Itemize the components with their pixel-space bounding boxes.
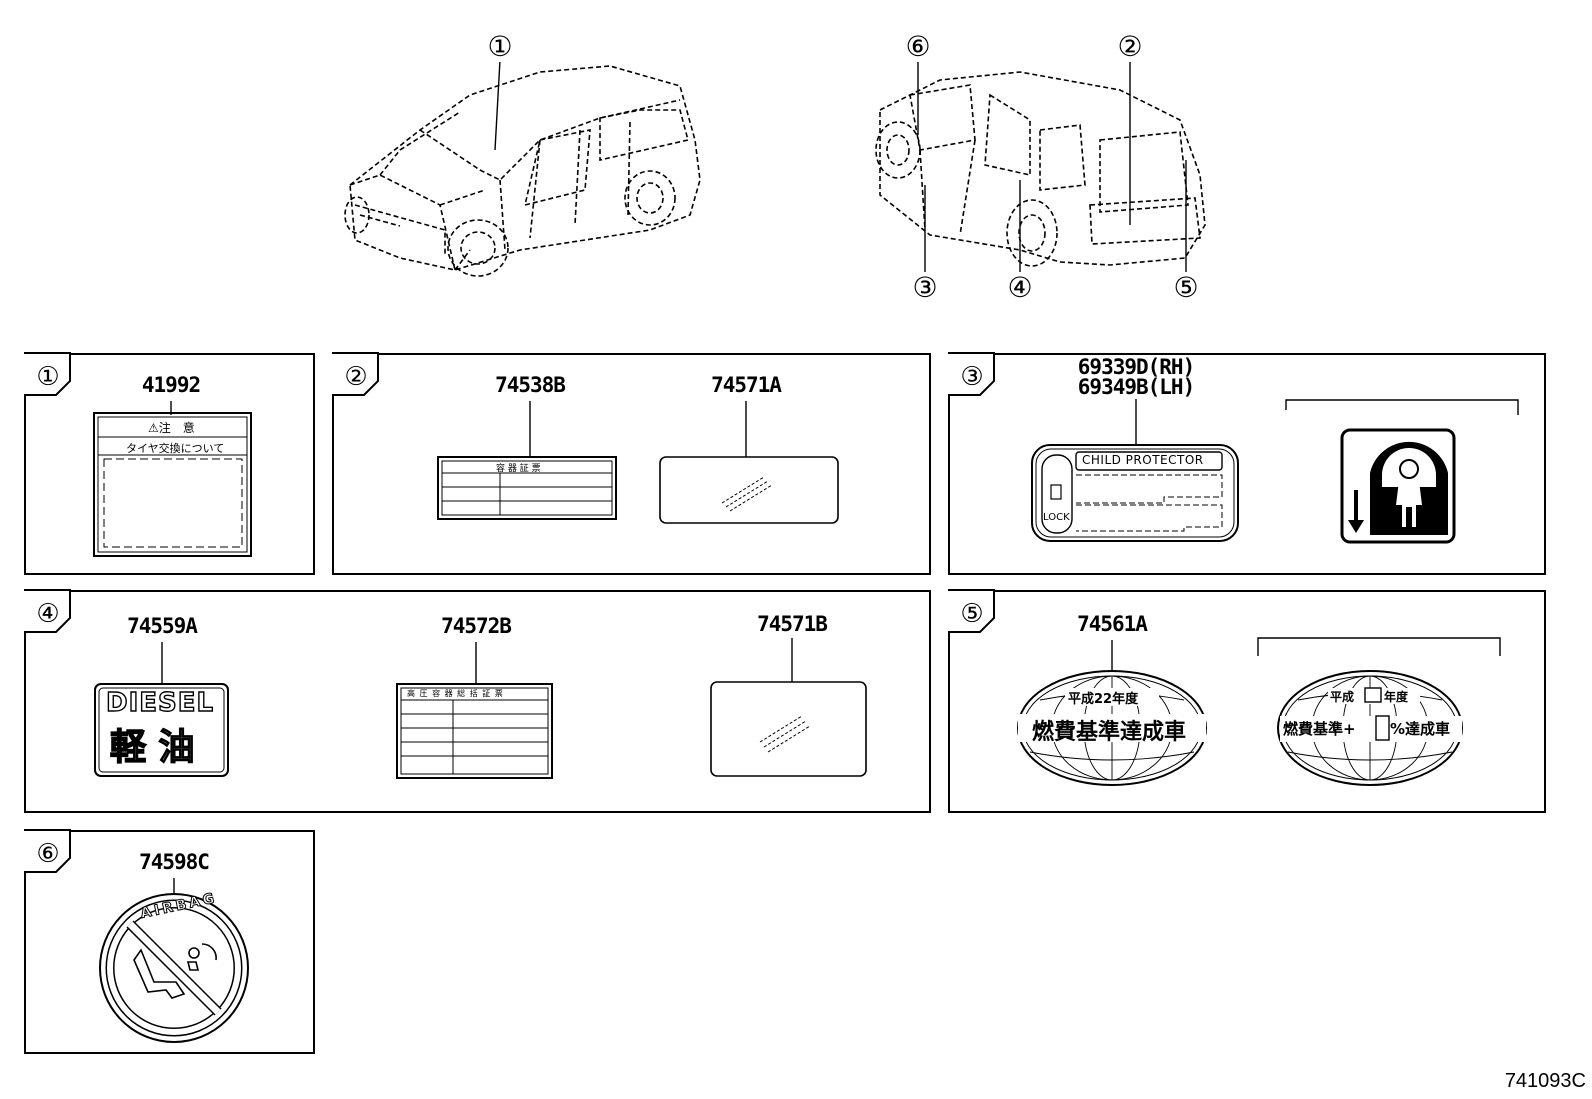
hp-container-header: 高 圧 容 器 総 括 証 票 — [407, 689, 504, 698]
diesel-fuel-label — [94, 642, 229, 777]
panel-tab — [948, 589, 995, 633]
container-certificate-label — [437, 401, 617, 520]
panel-tab — [332, 352, 379, 396]
part-number-74538B: 74538B — [495, 373, 566, 397]
fuel-economy-badge-generic — [1257, 637, 1501, 786]
part-number-41992: 41992 — [141, 373, 201, 397]
panel-tab — [948, 352, 995, 396]
part-number-74572B: 74572B — [441, 614, 512, 638]
certificate-header: 容 器 証 票 — [496, 464, 541, 474]
badge2-main-right: %達成車 — [1390, 720, 1451, 738]
badge1-main: 燃費基準達成車 — [1032, 720, 1187, 745]
panel-2: ② 74538B 74571A 容 器 証 票 — [332, 352, 931, 575]
part-number-69349B-LH: 69349B(LH) — [1077, 375, 1195, 399]
part-number-74561A: 74561A — [1077, 612, 1148, 636]
panel-tab — [24, 352, 71, 396]
panel-tab — [24, 589, 71, 633]
badge1-year: 平成22年度 — [1068, 692, 1139, 707]
diesel-jp-text: 軽 油 — [109, 726, 195, 768]
callout-1: ① — [483, 32, 517, 62]
callout-2: ② — [1113, 32, 1147, 62]
diesel-en-text: DIESEL — [105, 687, 215, 718]
callout-3: ③ — [908, 273, 942, 303]
diagram-reference-number: 741093C — [1504, 1070, 1586, 1092]
badge2-era: 平成 — [1330, 690, 1355, 704]
panel-callout-2: ② — [344, 362, 368, 392]
panel-6: ⑥ 74598C AIRBAG — [24, 829, 315, 1054]
airbag-warning-sticker — [99, 878, 249, 1043]
child-protector-lock: LOCK — [1043, 512, 1070, 523]
part-number-74571B: 74571B — [757, 612, 828, 636]
panel-callout-5: ⑤ — [960, 599, 984, 629]
badge2-main-left: 燃費基準+ — [1283, 720, 1356, 738]
callout-5: ⑤ — [1169, 273, 1203, 303]
panel-5: ⑤ 74561A 平成22年度 燃費基準達成車 平成 — [948, 589, 1546, 813]
part-number-69339D-RH: 69339D(RH) — [1077, 355, 1195, 379]
high-pressure-container-label — [396, 642, 553, 779]
tire-caution-sticker — [93, 401, 252, 557]
child-lock-pictogram — [1340, 428, 1456, 544]
panel-callout-3: ③ — [960, 362, 984, 392]
callout-4: ④ — [1003, 273, 1037, 303]
panel-callout-6: ⑥ — [36, 839, 60, 869]
panel-1: ① 41992 ⚠注 意 タイヤ交換について — [24, 352, 315, 575]
badge2-year: 年度 — [1384, 690, 1409, 704]
blank-label-74571B — [710, 638, 867, 777]
panel-tab — [24, 829, 71, 873]
blank-label-74571A — [659, 401, 839, 524]
sticker-subheader: タイヤ交換について — [126, 442, 225, 455]
callout-6: ⑥ — [901, 32, 935, 62]
child-protector-label — [1031, 399, 1519, 542]
sticker-header: ⚠注 意 — [148, 421, 195, 435]
part-number-74559A: 74559A — [127, 614, 198, 638]
fuel-economy-badge-2010 — [1017, 640, 1207, 786]
part-number-74598C: 74598C — [139, 850, 210, 874]
panel-3: ③ 69339D(RH) 69349B(LH) CHILD PROTECTOR … — [948, 352, 1546, 575]
part-number-74571A: 74571A — [711, 373, 782, 397]
panel-4: ④ 74559A 74572B 74571B DIESEL 軽 油 高 圧 容 … — [24, 589, 931, 813]
child-protector-title: CHILD PROTECTOR — [1082, 453, 1204, 467]
panel-callout-1: ① — [36, 362, 60, 392]
panel-callout-4: ④ — [36, 599, 60, 629]
